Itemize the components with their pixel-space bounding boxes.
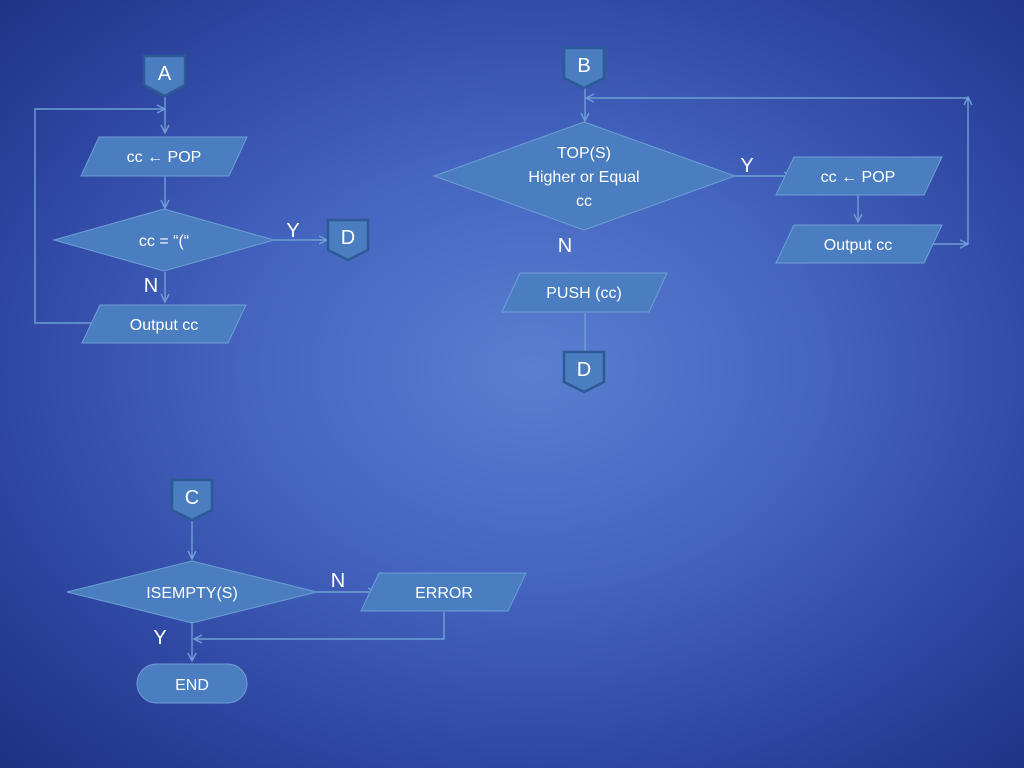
- process-pop-b-label: cc ← POP: [821, 169, 896, 186]
- decision-cc-paren-label: cc = “(“: [139, 233, 189, 250]
- label-yes-c: Y: [153, 627, 166, 649]
- decision-cc-paren: [52, 208, 276, 272]
- decision-top-s-line2: Higher or Equal: [528, 169, 639, 186]
- decision-isempty: [66, 560, 318, 624]
- label-no-b: N: [558, 235, 572, 257]
- connector-b-label: B: [577, 55, 590, 77]
- connector-c: [170, 478, 214, 522]
- process-error-label: ERROR: [415, 585, 473, 602]
- label-yes-b: Y: [740, 155, 753, 177]
- process-push-label: PUSH (cc): [546, 285, 622, 302]
- connector-c-label: C: [185, 487, 199, 509]
- process-push: [501, 272, 668, 313]
- output-cc-b-label: Output cc: [824, 237, 892, 254]
- section-c: C ISEMPTY(S) N Y ERROR END: [66, 478, 527, 704]
- process-error: [360, 572, 527, 612]
- connector-d-b-label: D: [577, 359, 591, 381]
- decision-top-s-line1: TOP(S): [557, 145, 611, 162]
- output-cc-a: [81, 304, 247, 344]
- label-yes-a: Y: [286, 220, 299, 242]
- process-pop-b: [775, 156, 943, 196]
- decision-isempty-label: ISEMPTY(S): [146, 585, 238, 602]
- decision-top-s: [432, 121, 737, 231]
- label-no-a: N: [144, 275, 158, 297]
- process-pop-a-label: cc ← POP: [127, 149, 202, 166]
- connector-d-a: [326, 218, 370, 262]
- connector-d-b: [562, 350, 606, 394]
- section-a: A cc ← POP cc = “(“ Y N D Output cc: [34, 54, 370, 344]
- connector-a-label: A: [158, 63, 172, 85]
- label-no-c: N: [331, 570, 345, 592]
- output-cc-b: [775, 224, 943, 264]
- connector-d-a-label: D: [341, 227, 355, 249]
- output-cc-a-label: Output cc: [130, 317, 198, 334]
- connector-b: [562, 46, 606, 90]
- process-pop-a: [80, 136, 248, 177]
- decision-top-s-line3: cc: [576, 193, 592, 210]
- connector-a: [142, 54, 187, 98]
- terminal-end-label: END: [175, 677, 209, 694]
- loop-back-arrow: [34, 109, 165, 324]
- section-b: B TOP(S) Higher or Equal cc Y N cc ← POP…: [432, 46, 968, 394]
- arrow-error-to-end: [194, 612, 445, 639]
- terminal-end: [136, 663, 248, 704]
